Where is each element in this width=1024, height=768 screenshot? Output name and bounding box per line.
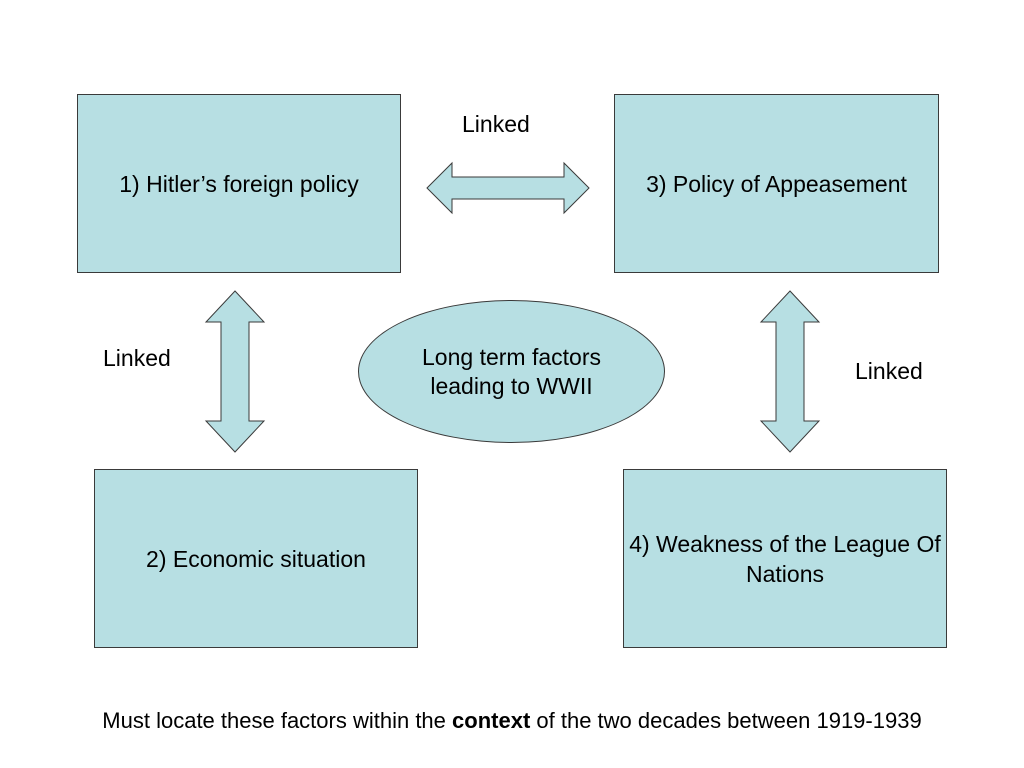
box-economic-situation: 2) Economic situation bbox=[94, 469, 418, 648]
left-vertical-double-arrow-icon bbox=[204, 290, 266, 453]
box-appeasement-label: 3) Policy of Appeasement bbox=[646, 170, 907, 197]
arrow-shape bbox=[204, 290, 266, 453]
footer-text-before: Must locate these factors within the bbox=[102, 708, 453, 733]
horizontal-double-arrow-icon bbox=[426, 161, 590, 215]
box-league-label: 4) Weakness of the League Of Nations bbox=[629, 530, 941, 587]
right-vertical-double-arrow-icon bbox=[759, 290, 821, 453]
link-label-top: Linked bbox=[462, 111, 530, 137]
box-policy-of-appeasement: 3) Policy of Appeasement bbox=[614, 94, 939, 273]
box-league-of-nations: 4) Weakness of the League Of Nations bbox=[623, 469, 947, 648]
link-label-right: Linked bbox=[855, 358, 923, 384]
footer-note: Must locate these factors within the con… bbox=[0, 706, 1024, 736]
box-hitler-foreign-policy: 1) Hitler’s foreign policy bbox=[77, 94, 401, 273]
arrow-shape bbox=[759, 290, 821, 453]
footer-text-bold: context bbox=[452, 708, 531, 733]
box-economic-label: 2) Economic situation bbox=[146, 545, 366, 572]
footer-text-after: of the two decades between 1919-1939 bbox=[530, 708, 922, 733]
arrow-shape bbox=[426, 161, 590, 215]
center-ellipse: Long term factors leading to WWII bbox=[358, 300, 665, 443]
box-hitler-label: 1) Hitler’s foreign policy bbox=[119, 170, 359, 197]
link-label-left: Linked bbox=[103, 345, 171, 371]
center-ellipse-label: Long term factors leading to WWII bbox=[422, 343, 601, 399]
